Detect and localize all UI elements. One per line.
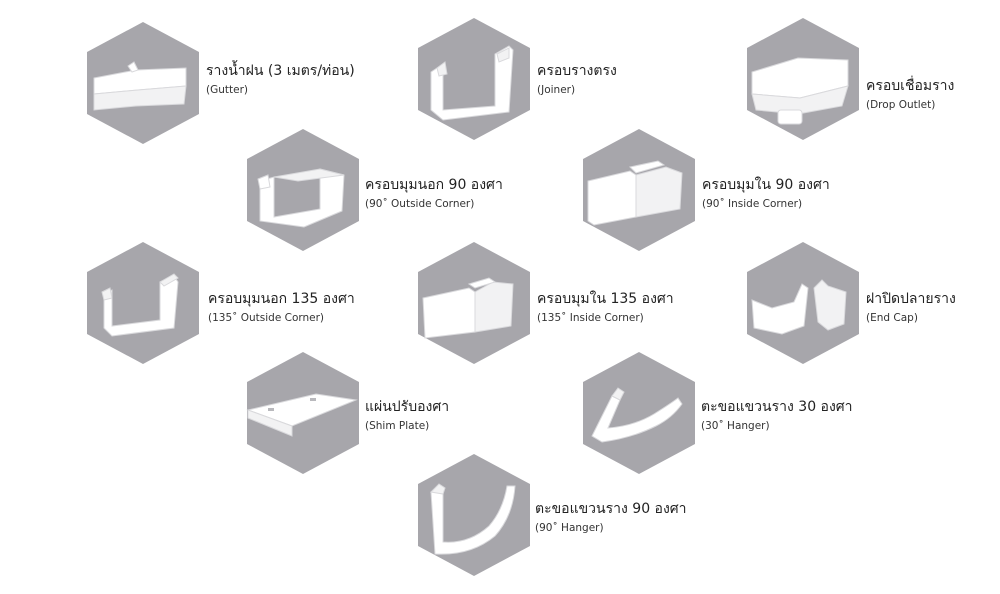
inside-corner-90-hexagon (574, 125, 704, 255)
shim-plate-name-en: (Shim Plate) (365, 420, 430, 432)
inside-corner-135-hexagon (409, 238, 539, 368)
outside-corner-135-hexagon (78, 238, 208, 368)
end-cap-label: ฝาปิดปลายราง (End Cap) (866, 290, 956, 325)
end-cap-hexagon (738, 238, 868, 368)
drop-outlet-hexagon (738, 14, 868, 144)
gutter-label: รางน้ำฝน (3 เมตร/ท่อน) (Gutter) (206, 62, 355, 97)
inside-corner-135-label: ครอบมุมใน 135 องศา (135˚ Inside Corner) (537, 290, 674, 325)
drop-outlet-image (751, 57, 849, 125)
joiner-label: ครอบรางตรง (Joiner) (537, 62, 617, 97)
end-cap-name-th: ฝาปิดปลายราง (866, 291, 956, 307)
hanger-90-hexagon (409, 450, 539, 580)
shim-plate-hexagon (238, 348, 368, 478)
hanger-90-image (429, 483, 516, 555)
joiner-image (430, 45, 514, 121)
drop-outlet-name-th: ครอบเชื่อมราง (866, 78, 955, 94)
outside-corner-90-name-th: ครอบมุมนอก 90 องศา (365, 177, 503, 193)
inside-corner-90-name-th: ครอบมุมใน 90 องศา (702, 177, 830, 193)
hanger-30-name-th: ตะขอแขวนราง 30 องศา (701, 399, 853, 415)
outside-corner-135-image (101, 273, 179, 337)
hanger-90-name-en: (90˚ Hanger) (535, 522, 604, 534)
end-cap-image (751, 279, 847, 335)
shim-plate-name-th: แผ่นปรับองศา (365, 399, 450, 415)
hanger-90-name-th: ตะขอแขวนราง 90 องศา (535, 501, 687, 517)
joiner-hexagon (409, 14, 539, 144)
hanger-30-image (591, 387, 683, 443)
inside-corner-90-image (587, 160, 683, 226)
outside-corner-135-name-th: ครอบมุมนอก 135 องศา (208, 291, 355, 307)
outside-corner-90-name-en: (90˚ Outside Corner) (365, 198, 475, 210)
inside-corner-90-label: ครอบมุมใน 90 องศา (90˚ Inside Corner) (702, 176, 830, 211)
joiner-name-en: (Joiner) (537, 84, 576, 96)
inside-corner-135-image (422, 277, 514, 339)
outside-corner-90-image (257, 168, 345, 228)
inside-corner-90-name-en: (90˚ Inside Corner) (702, 198, 803, 210)
inside-corner-135-name-th: ครอบมุมใน 135 องศา (537, 291, 674, 307)
gutter-name-th: รางน้ำฝน (3 เมตร/ท่อน) (206, 63, 355, 79)
inside-corner-135-name-en: (135˚ Inside Corner) (537, 312, 644, 324)
end-cap-name-en: (End Cap) (866, 312, 918, 324)
hanger-90-label: ตะขอแขวนราง 90 องศา (90˚ Hanger) (535, 500, 687, 535)
shim-plate-label: แผ่นปรับองศา (Shim Plate) (365, 398, 449, 433)
gutter-name-en: (Gutter) (206, 84, 248, 96)
hanger-30-label: ตะขอแขวนราง 30 องศา (30˚ Hanger) (701, 398, 853, 433)
gutter-hexagon (78, 18, 208, 148)
drop-outlet-label: ครอบเชื่อมราง (Drop Outlet) (866, 77, 954, 112)
shim-plate-image (246, 393, 358, 437)
outside-corner-135-label: ครอบมุมนอก 135 องศา (135˚ Outside Corner… (208, 290, 355, 325)
outside-corner-90-hexagon (238, 125, 368, 255)
outside-corner-135-name-en: (135˚ Outside Corner) (208, 312, 325, 324)
drop-outlet-name-en: (Drop Outlet) (866, 99, 936, 111)
outside-corner-90-label: ครอบมุมนอก 90 องศา (90˚ Outside Corner) (365, 176, 503, 211)
joiner-name-th: ครอบรางตรง (537, 63, 617, 79)
hanger-30-name-en: (30˚ Hanger) (701, 420, 770, 432)
hanger-30-hexagon (574, 348, 704, 478)
gutter-image (93, 61, 187, 111)
